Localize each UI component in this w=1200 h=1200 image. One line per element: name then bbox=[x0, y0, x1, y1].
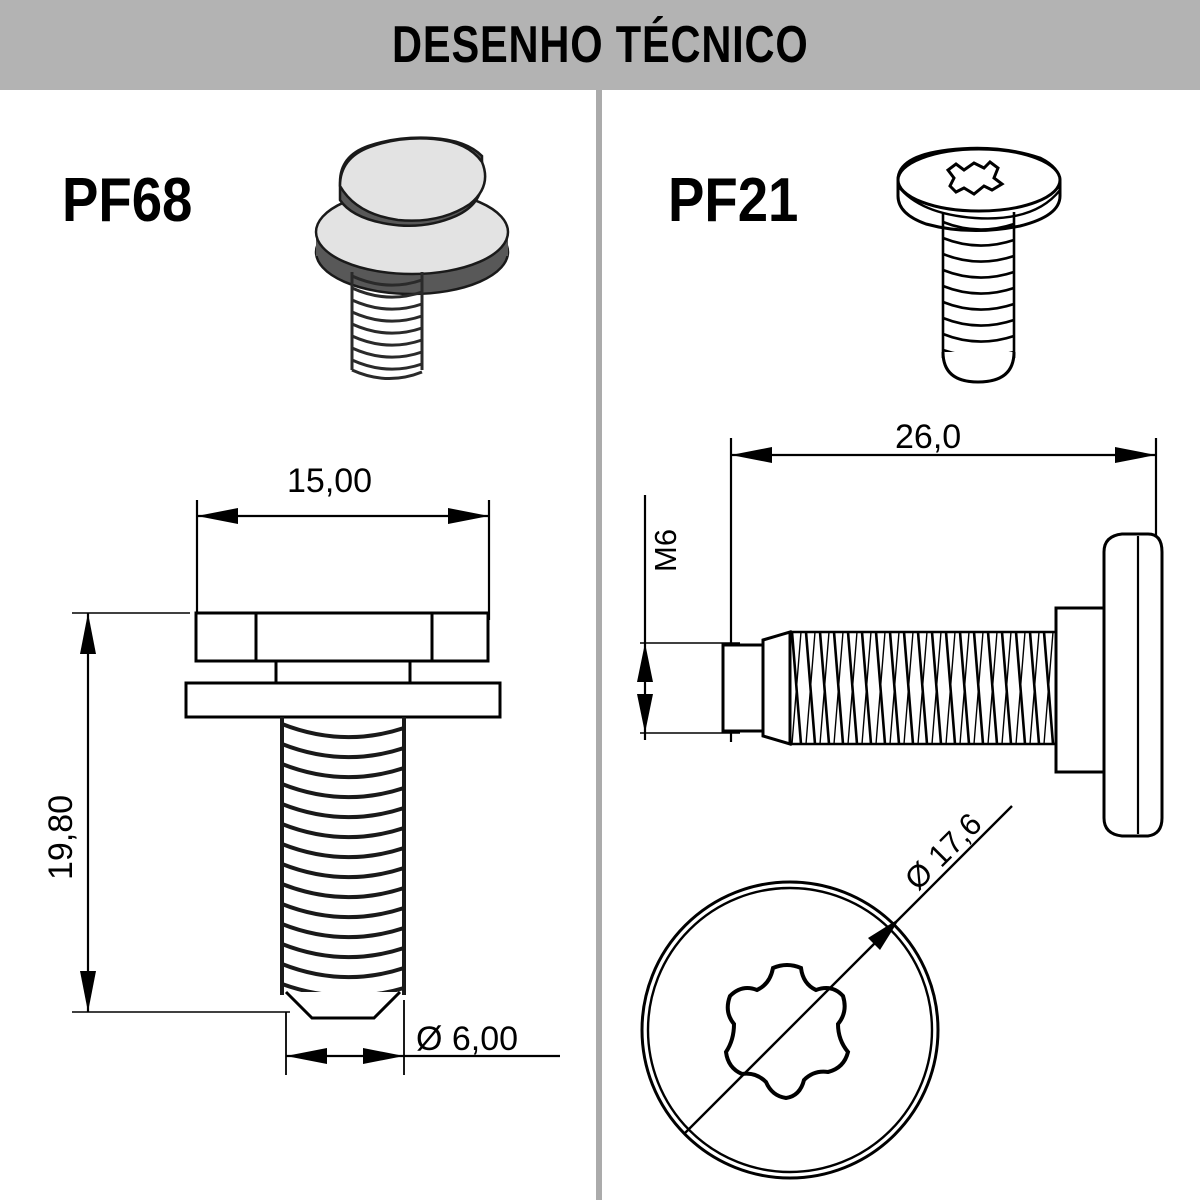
part-label-pf21: PF21 bbox=[668, 166, 799, 235]
dim-label-thread-m6: M6 bbox=[648, 528, 683, 572]
page-title: DESENHO TÉCNICO bbox=[391, 16, 809, 74]
dim-label-diameter-6: Ø 6,00 bbox=[416, 1020, 519, 1058]
part-label-pf68: PF68 bbox=[62, 166, 193, 235]
panel-pf21 bbox=[602, 90, 1200, 1200]
dim-label-length-26: 26,0 bbox=[895, 418, 962, 456]
panel-divider bbox=[596, 90, 602, 1200]
dim-label-length-1980: 19,80 bbox=[42, 794, 80, 880]
dim-label-width-15: 15,00 bbox=[287, 462, 373, 500]
header-bar: DESENHO TÉCNICO bbox=[0, 0, 1200, 90]
